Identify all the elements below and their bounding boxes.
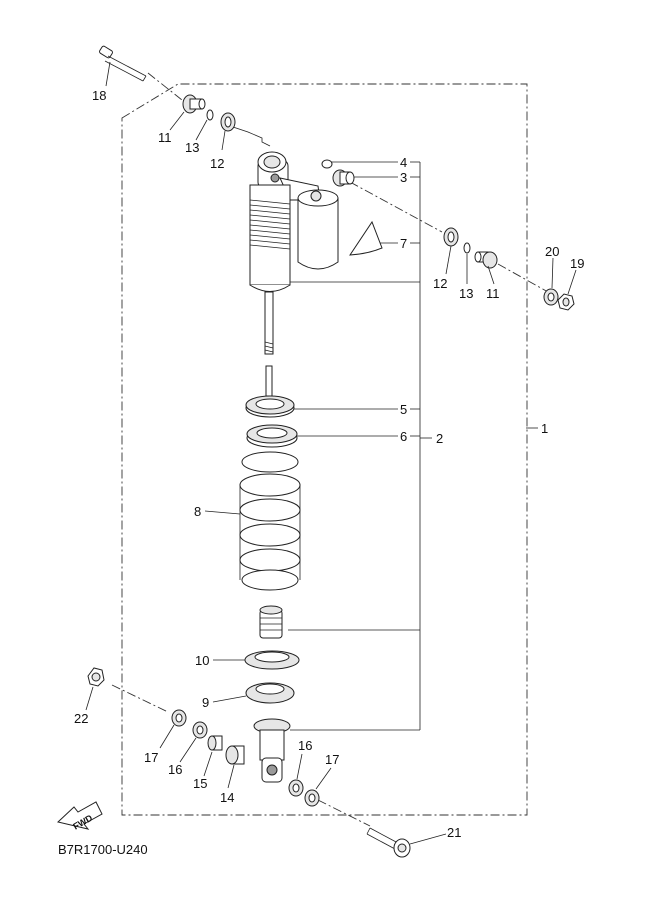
callout-22: 22 <box>74 711 88 726</box>
callout-16-right: 16 <box>298 738 312 753</box>
oring-4 <box>321 159 333 169</box>
callout-21: 21 <box>447 825 461 840</box>
leader-lines <box>85 61 577 845</box>
callout-15: 15 <box>193 776 207 791</box>
callout-10: 10 <box>195 653 209 668</box>
assembly-boundary <box>121 83 528 816</box>
right-seal-16 <box>288 779 304 797</box>
callout-14: 14 <box>220 790 234 805</box>
bump-stop <box>259 605 283 639</box>
callout-16-left: 16 <box>168 762 182 777</box>
callout-4: 4 <box>400 155 407 170</box>
callout-5: 5 <box>400 402 407 417</box>
callout-18: 18 <box>92 88 106 103</box>
callout-2: 2 <box>436 431 443 446</box>
callout-9: 9 <box>202 695 209 710</box>
callout-17-left: 17 <box>144 750 158 765</box>
callout-6: 6 <box>400 429 407 444</box>
right-seal-12 <box>443 227 459 247</box>
callout-8: 8 <box>194 504 201 519</box>
locknut-5 <box>245 395 295 418</box>
lower-nut-22 <box>87 667 105 687</box>
spring-guide-10 <box>244 650 300 670</box>
callout-labels: 18 11 13 12 4 3 7 12 13 11 20 19 5 1 6 2… <box>74 88 584 840</box>
bearing-14 <box>225 745 245 765</box>
collar-3 <box>332 169 355 187</box>
shock-absorber-body <box>249 151 339 397</box>
left-washer-17 <box>171 709 187 727</box>
callout-12-upper: 12 <box>210 156 224 171</box>
callout-1: 1 <box>541 421 548 436</box>
upper-bolt-18 <box>99 45 147 82</box>
diagram-code: B7R1700-U240 <box>58 842 148 857</box>
callout-17-right: 17 <box>325 752 339 767</box>
lower-clevis <box>253 718 291 783</box>
right-washer-17 <box>304 789 320 807</box>
callout-19: 19 <box>570 256 584 271</box>
left-seal-16 <box>192 721 208 739</box>
adjuster-6 <box>246 424 298 448</box>
callout-11-right: 11 <box>486 286 500 301</box>
callout-12-right: 12 <box>433 276 447 291</box>
spring-8 <box>239 451 301 591</box>
washer-20 <box>543 288 559 306</box>
callout-11-upper: 11 <box>158 130 172 145</box>
lower-bolt-21 <box>366 827 411 858</box>
callout-13-right: 13 <box>459 286 473 301</box>
callout-13-upper: 13 <box>185 140 199 155</box>
callout-20: 20 <box>545 244 559 259</box>
right-oring-13 <box>463 242 471 254</box>
spring-seat-9 <box>245 682 295 704</box>
center-lines <box>111 72 549 827</box>
forward-arrow-icon: FWD <box>56 801 103 832</box>
bracket-lines <box>285 161 538 731</box>
callout-7: 7 <box>400 236 407 251</box>
cylinder-ribs <box>249 199 291 250</box>
right-collar-11 <box>474 251 498 269</box>
callout-3: 3 <box>400 170 407 185</box>
protector-7 <box>349 220 383 256</box>
upper-seal-12 <box>220 112 236 132</box>
upper-oring-13 <box>206 109 214 121</box>
nut-19 <box>557 293 575 311</box>
collar-15 <box>207 735 223 751</box>
upper-collar-11 <box>182 94 206 114</box>
